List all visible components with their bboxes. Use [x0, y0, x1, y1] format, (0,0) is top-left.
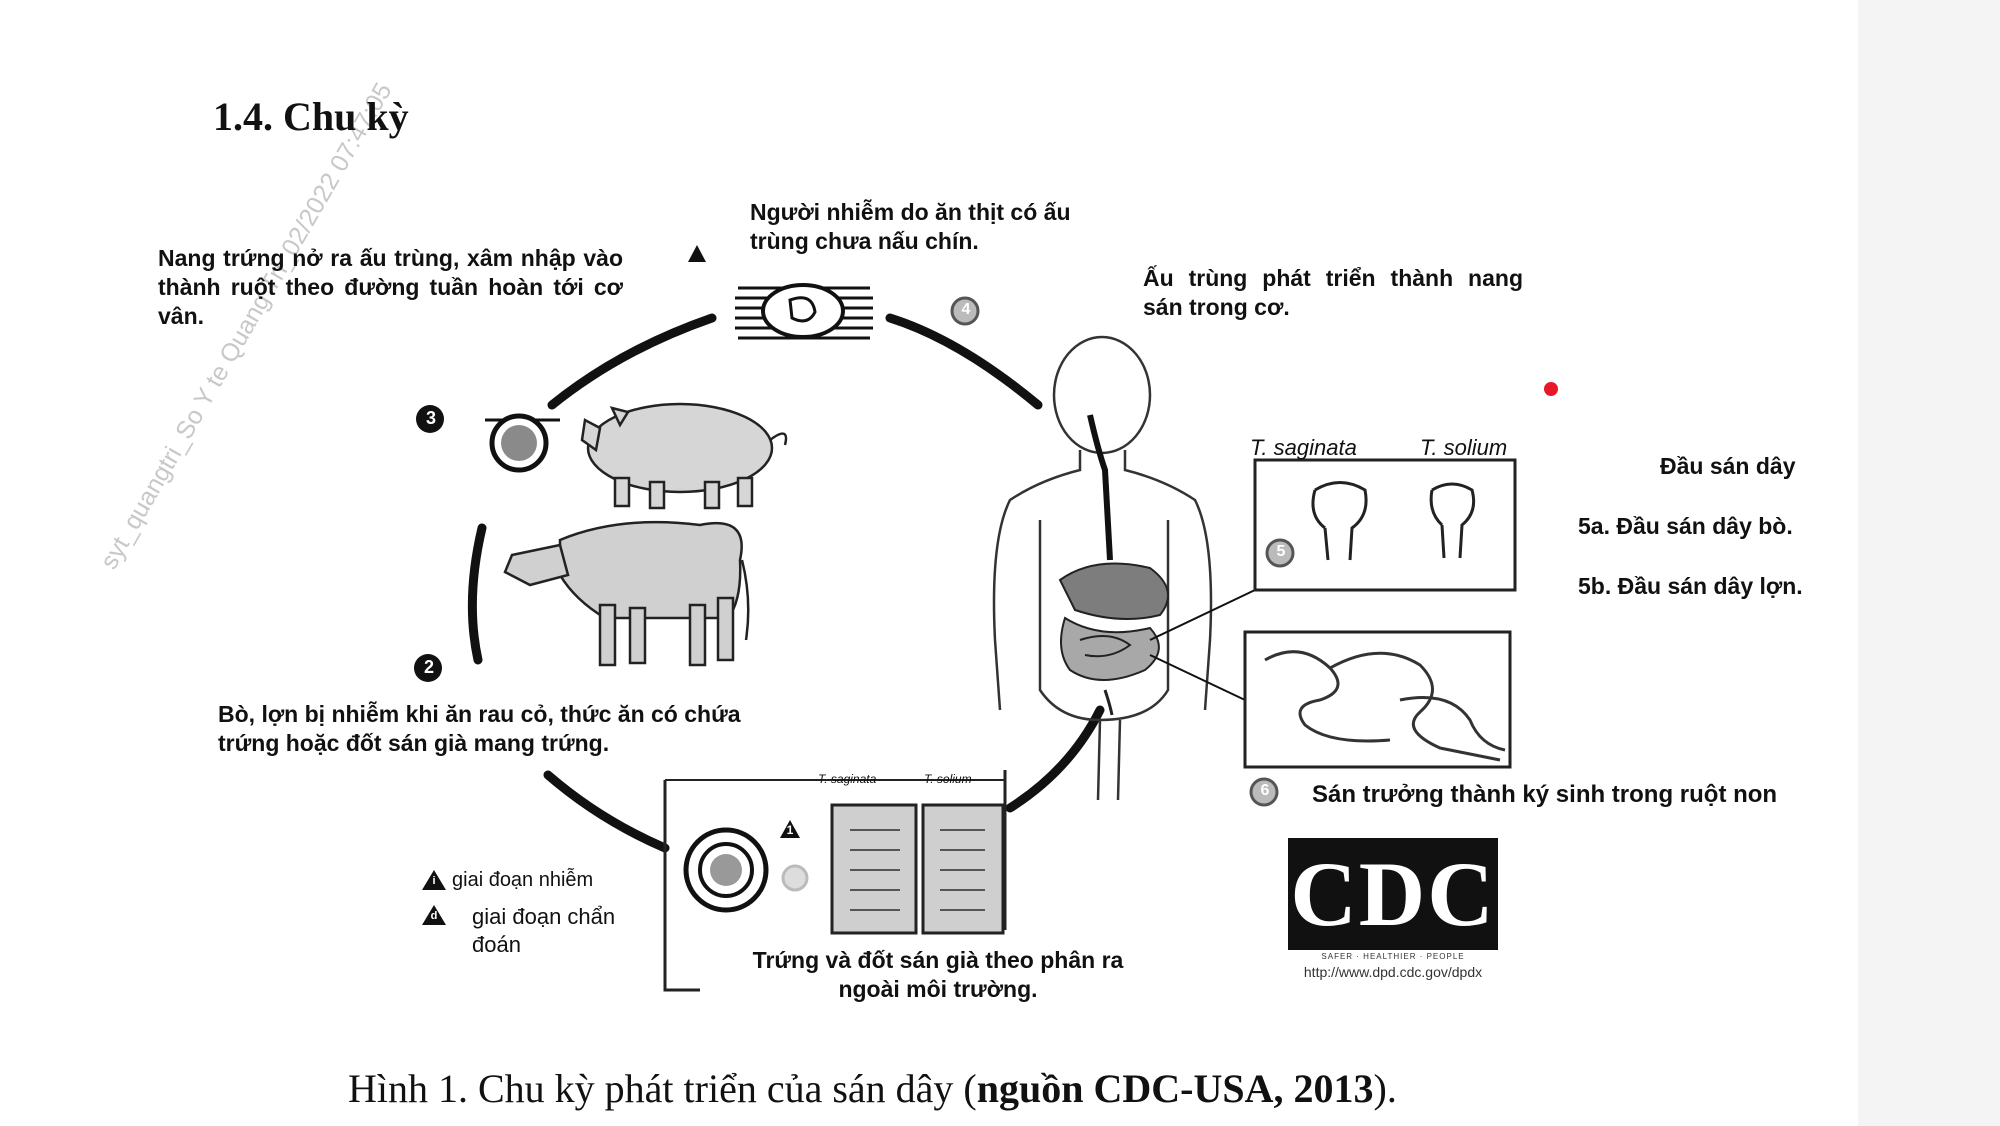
- egg-box-saginata-label: T. saginata: [818, 772, 877, 786]
- stage-3-text: Nang trứng nở ra ấu trùng, xâm nhập vào …: [158, 245, 623, 329]
- stage-1-text: Trứng và đốt sán già theo phân ra ngoài …: [752, 947, 1124, 1002]
- egg-near-pig: [485, 413, 560, 473]
- red-dot: [1544, 382, 1558, 396]
- arc-upper-left: [547, 313, 717, 410]
- caption-prefix: Hình 1. Chu kỳ phát triển của sán dây (: [348, 1066, 977, 1111]
- human-figure-drawing: [992, 335, 1213, 801]
- egg-box-triangle-marker: 1: [786, 823, 794, 837]
- stage-triangles: [422, 245, 800, 925]
- egg-drawing: [683, 827, 769, 913]
- stage-6-marker: 6: [1260, 782, 1270, 799]
- section-heading: 1.4. Chu kỳ: [213, 94, 409, 139]
- pig-drawing: [580, 402, 788, 510]
- scolex-drawings: [1311, 481, 1476, 561]
- stage-3-marker: 3: [425, 408, 436, 428]
- stage-4-text: Người nhiễm do ăn thịt có ấu trùng chưa …: [750, 199, 1071, 254]
- figure-caption: Hình 1. Chu kỳ phát triển của sán dây (n…: [348, 1064, 1397, 1114]
- cdc-tagline: SAFER · HEALTHIER · PEOPLE: [1321, 952, 1465, 961]
- pointer-line-scolex: [1149, 589, 1256, 641]
- legend-infective-label: giai đoạn nhiễm: [452, 869, 594, 891]
- arc-lower-left: [543, 770, 670, 853]
- legend-infective-symbol: i: [432, 875, 436, 887]
- caption-suffix: ).: [1373, 1066, 1397, 1111]
- arc-left: [467, 523, 487, 665]
- proglottid-drawings: [830, 803, 1005, 935]
- scolex-label-5b: 5b. Đầu sán dây lợn.: [1578, 573, 1803, 599]
- cow-drawing: [503, 520, 750, 667]
- stage-markers: [414, 296, 1295, 892]
- intestine-drawing: [1058, 562, 1169, 716]
- legend-diagnostic-symbol: d: [430, 910, 438, 922]
- stage-4-marker: 4: [961, 301, 971, 318]
- species-saginata-label: T. saginata: [1250, 435, 1357, 460]
- egg-box-frame: [663, 780, 700, 992]
- stage-2-marker: 2: [423, 657, 434, 677]
- stage-5-marker: 5: [1276, 543, 1286, 560]
- stage-2-text: Bò, lợn bị nhiễm khi ăn rau cỏ, thức ăn …: [218, 701, 741, 756]
- stage-6-text: Sán trưởng thành ký sinh trong ruột non: [1312, 781, 1778, 808]
- caption-source: nguồn CDC-USA, 2013: [976, 1066, 1374, 1111]
- arc-top: [885, 313, 1043, 410]
- page-edge: [1858, 0, 2000, 1126]
- scolex-label-5a: 5a. Đầu sán dây bò.: [1578, 513, 1793, 539]
- cdc-url: http://www.dpd.cdc.gov/dpdx: [1303, 964, 1483, 980]
- legend-diagnostic-label: giai đoạn chẩn đoán: [472, 904, 616, 957]
- muscle-cyst-drawing: [735, 283, 873, 340]
- cdc-logo: CDC: [1288, 838, 1498, 950]
- arc-lower-right: [1005, 705, 1105, 813]
- species-solium-label: T. solium: [1420, 435, 1508, 460]
- egg-box-solium-label: T. solium: [924, 772, 972, 786]
- scolex-title: Đầu sán dây: [1660, 453, 1796, 479]
- adult-worm-drawing: [1264, 650, 1506, 762]
- pointer-line-adult: [1149, 654, 1246, 701]
- stage-4b-text: Ấu trùng phát triển thành nang sán trong…: [1143, 265, 1523, 320]
- scolex-box: [1253, 458, 1517, 592]
